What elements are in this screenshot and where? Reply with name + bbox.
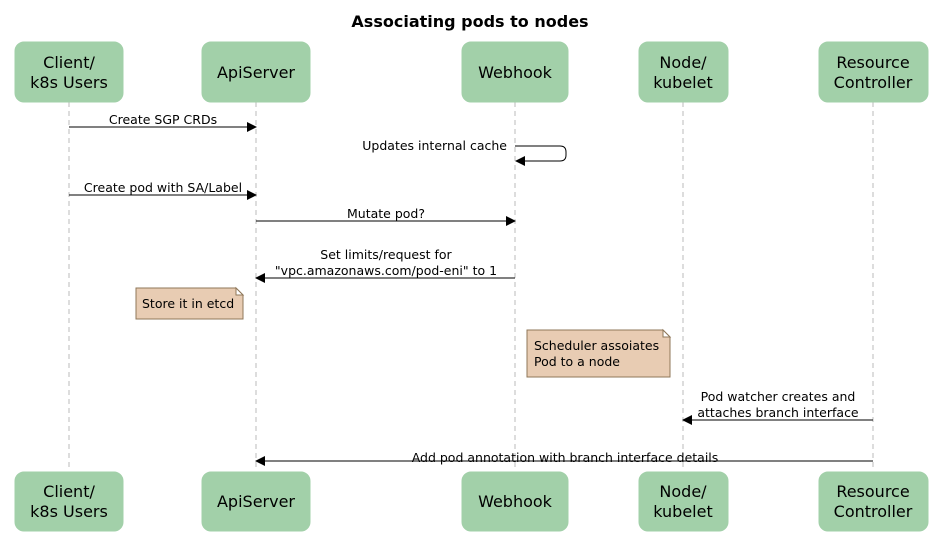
text-line: ApiServer: [217, 63, 295, 82]
text-line: Client/: [43, 53, 95, 72]
message-label: Updates internal cache: [362, 138, 507, 153]
text-line: Node/: [659, 482, 707, 501]
actor-client-bottom: Client/k8s Users: [14, 471, 124, 532]
message-create-sgp-crds: Create SGP CRDs: [69, 112, 257, 132]
text-line: Scheduler assoiates: [534, 338, 659, 353]
actor-label: Client/k8s Users: [30, 53, 108, 92]
text-line: Set limits/request for: [320, 247, 452, 262]
text-line: kubelet: [653, 502, 712, 521]
message-set-limits: Set limits/request for"vpc.amazonaws.com…: [255, 247, 515, 283]
text-line: k8s Users: [30, 502, 108, 521]
text-line: k8s Users: [30, 73, 108, 92]
message-label: Create pod with SA/Label: [84, 180, 242, 195]
message-mutate-pod: Mutate pod?: [256, 206, 516, 226]
text-line: Controller: [834, 502, 913, 521]
actor-label: ApiServer: [217, 492, 295, 511]
message-label: Mutate pod?: [347, 206, 425, 221]
actor-apiserver-top: ApiServer: [201, 41, 311, 103]
text-line: Pod to a node: [534, 354, 620, 369]
text-line: kubelet: [653, 73, 712, 92]
text-line: Webhook: [478, 63, 553, 82]
actor-apiserver-bottom: ApiServer: [201, 471, 311, 532]
message-label: Create SGP CRDs: [109, 112, 217, 127]
text-line: Resource: [836, 53, 909, 72]
text-line: Add pod annotation with branch interface…: [412, 450, 719, 465]
message-add-pod-annotation: Add pod annotation with branch interface…: [255, 450, 873, 466]
text-line: "vpc.amazonaws.com/pod-eni" to 1: [275, 263, 497, 278]
text-line: Mutate pod?: [347, 206, 425, 221]
actor-webhook-bottom: Webhook: [461, 471, 569, 532]
text-line: Webhook: [478, 492, 553, 511]
actor-label: Node/kubelet: [653, 482, 712, 521]
message-updates-internal-cache: Updates internal cache: [362, 138, 567, 166]
text-line: ApiServer: [217, 492, 295, 511]
text-line: Pod watcher creates and: [701, 389, 856, 404]
actor-client-top: Client/k8s Users: [14, 41, 124, 103]
actor-label: ApiServer: [217, 63, 295, 82]
text-line: attaches branch interface: [697, 405, 859, 420]
text-line: Client/: [43, 482, 95, 501]
note-label: Store it in etcd: [142, 296, 234, 311]
actor-node-bottom: Node/kubelet: [638, 471, 729, 532]
text-line: Create SGP CRDs: [109, 112, 217, 127]
text-line: Store it in etcd: [142, 296, 234, 311]
actor-label: Webhook: [478, 492, 553, 511]
text-line: Node/: [659, 53, 707, 72]
actor-label: Node/kubelet: [653, 53, 712, 92]
text-line: Resource: [836, 482, 909, 501]
actor-webhook-top: Webhook: [461, 41, 569, 103]
actor-label: Webhook: [478, 63, 553, 82]
actor-label: Client/k8s Users: [30, 482, 108, 521]
note-store-in-etcd: Store it in etcd: [135, 286, 245, 320]
message-create-pod: Create pod with SA/Label: [69, 180, 257, 200]
text-line: Create pod with SA/Label: [84, 180, 242, 195]
message-label: Set limits/request for"vpc.amazonaws.com…: [275, 247, 497, 278]
text-line: Controller: [834, 73, 913, 92]
diagram-title: Associating pods to nodes: [351, 12, 588, 31]
message-label: Add pod annotation with branch interface…: [412, 450, 719, 465]
actor-node-top: Node/kubelet: [638, 41, 729, 103]
